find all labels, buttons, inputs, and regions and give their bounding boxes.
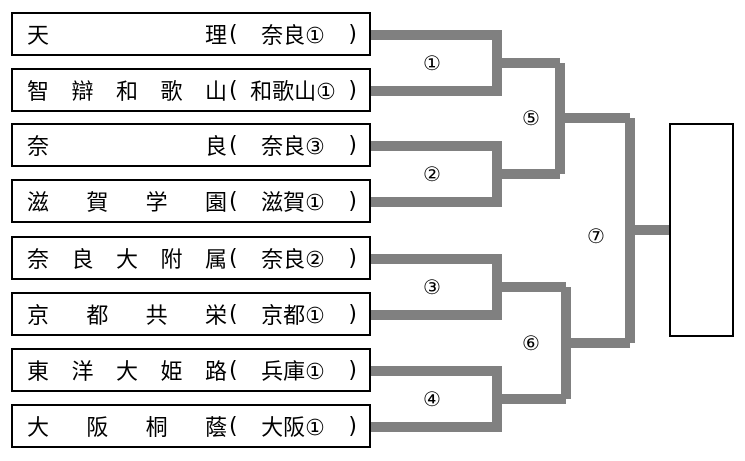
- open-paren: (: [229, 357, 238, 383]
- connector-match-7: [625, 118, 669, 343]
- team-name-char: 都: [86, 304, 109, 329]
- team-name-char: 園: [204, 191, 227, 216]
- open-paren: (: [229, 413, 238, 439]
- team-prefecture: ( 和歌山①): [229, 70, 357, 110]
- team-name: 東洋大姫路: [27, 350, 227, 390]
- team-name-char: 属: [204, 248, 227, 273]
- close-paren: ): [348, 21, 357, 47]
- connector-match-1: [371, 30, 560, 96]
- match-number-label: ⑤: [522, 106, 540, 130]
- open-paren: (: [229, 245, 238, 271]
- team-name-char: 東: [27, 360, 50, 385]
- match-number-label: ⑥: [522, 331, 540, 355]
- team-prefecture: ( 大阪①): [229, 406, 357, 446]
- connector-match-4: [371, 366, 566, 432]
- team-name-char: 理: [204, 24, 227, 49]
- team-prefecture: ( 滋賀①): [229, 181, 357, 221]
- team-prefecture: ( 奈良③): [229, 125, 357, 165]
- close-paren: ): [348, 301, 357, 327]
- team-slot: 奈良 (奈良③): [11, 123, 371, 167]
- team-name-char: 路: [204, 360, 227, 385]
- team-name-char: 滋: [27, 191, 50, 216]
- team-name-char: 良: [71, 248, 94, 273]
- team-name-char: 共: [145, 304, 168, 329]
- team-name: 奈良大附属: [27, 238, 227, 278]
- team-name-char: 天: [27, 24, 50, 49]
- connector-match-3: [371, 254, 566, 320]
- prefecture-label: 滋賀①: [261, 191, 325, 216]
- prefecture-label: 大阪①: [261, 416, 325, 441]
- close-paren: ): [348, 188, 357, 214]
- team-slot: 大 阪 桐 蔭 ( 大阪①): [11, 404, 371, 448]
- team-name: 京都共栄: [27, 294, 227, 334]
- team-prefecture: ( 奈良②): [229, 238, 357, 278]
- prefecture-label: 京都①: [261, 304, 325, 329]
- team-name-char: 京: [27, 304, 50, 329]
- team-prefecture: ( 奈良①): [229, 14, 357, 54]
- team-name-char: 洋: [71, 360, 94, 385]
- team-prefecture: ( 兵庫①): [229, 350, 357, 390]
- close-paren: ): [348, 132, 357, 158]
- team-name-char: 大: [115, 248, 138, 273]
- open-paren: (: [229, 77, 238, 103]
- match-number-label: ⑦: [587, 224, 605, 248]
- prefecture-label: 奈良①: [261, 24, 325, 49]
- team-name-char: 歌: [160, 80, 183, 105]
- team-name-char: 桐: [145, 416, 168, 441]
- open-paren: (: [229, 301, 238, 327]
- team-name-char: 良: [204, 135, 227, 160]
- prefecture-label: 和歌山①: [250, 80, 336, 105]
- team-name-char: 奈: [27, 135, 50, 160]
- team-name-char: 賀: [86, 191, 109, 216]
- team-name-char: 蔭: [204, 416, 227, 441]
- team-name-char: 和: [115, 80, 138, 105]
- open-paren: (: [229, 21, 238, 47]
- champion-box: [669, 123, 734, 337]
- close-paren: ): [348, 245, 357, 271]
- close-paren: ): [348, 77, 357, 103]
- prefecture-label: 兵庫①: [261, 360, 325, 385]
- team-slot: 智辯和歌山 ( 和歌山①): [11, 68, 371, 112]
- team-name: 滋賀学園: [27, 181, 227, 221]
- bracket-connectors: [371, 30, 669, 432]
- team-name-char: 学: [145, 191, 168, 216]
- match-number-label: ③: [423, 275, 441, 299]
- team-slot: 京 都 共 栄 ( 京都①): [11, 292, 371, 336]
- team-slot: 東洋大姫路 ( 兵庫①): [11, 348, 371, 392]
- connector-match-2: [371, 141, 560, 207]
- match-number-label: ②: [423, 162, 441, 186]
- team-name-char: 奈: [27, 248, 50, 273]
- prefecture-label: 奈良③: [261, 135, 325, 160]
- team-name-char: 阪: [86, 416, 109, 441]
- connector-match-6: [561, 287, 630, 399]
- team-name: 智辯和歌山: [27, 70, 227, 110]
- prefecture-label: 奈良②: [261, 248, 325, 273]
- match-number-label: ①: [423, 51, 441, 75]
- team-slot: 天理 (奈良①): [11, 12, 371, 56]
- team-name-char: 山: [204, 80, 227, 105]
- team-name: 大阪桐蔭: [27, 406, 227, 446]
- team-prefecture: ( 京都①): [229, 294, 357, 334]
- open-paren: (: [229, 188, 238, 214]
- team-name-char: 大: [27, 416, 50, 441]
- team-name-char: 辯: [71, 80, 94, 105]
- team-name: 天理: [27, 14, 227, 54]
- team-name: 奈良: [27, 125, 227, 165]
- close-paren: ): [348, 413, 357, 439]
- match-number-label: ④: [423, 387, 441, 411]
- team-name-char: 栄: [204, 304, 227, 329]
- connector-match-5: [555, 63, 630, 174]
- team-slot: 滋 賀 学 園 ( 滋賀①): [11, 179, 371, 223]
- team-name-char: 大: [115, 360, 138, 385]
- team-name-char: 附: [160, 248, 183, 273]
- team-name-char: 姫: [160, 360, 183, 385]
- close-paren: ): [348, 357, 357, 383]
- team-name-char: 智: [27, 80, 50, 105]
- open-paren: (: [229, 132, 238, 158]
- team-slot: 奈良大附属 ( 奈良②): [11, 236, 371, 280]
